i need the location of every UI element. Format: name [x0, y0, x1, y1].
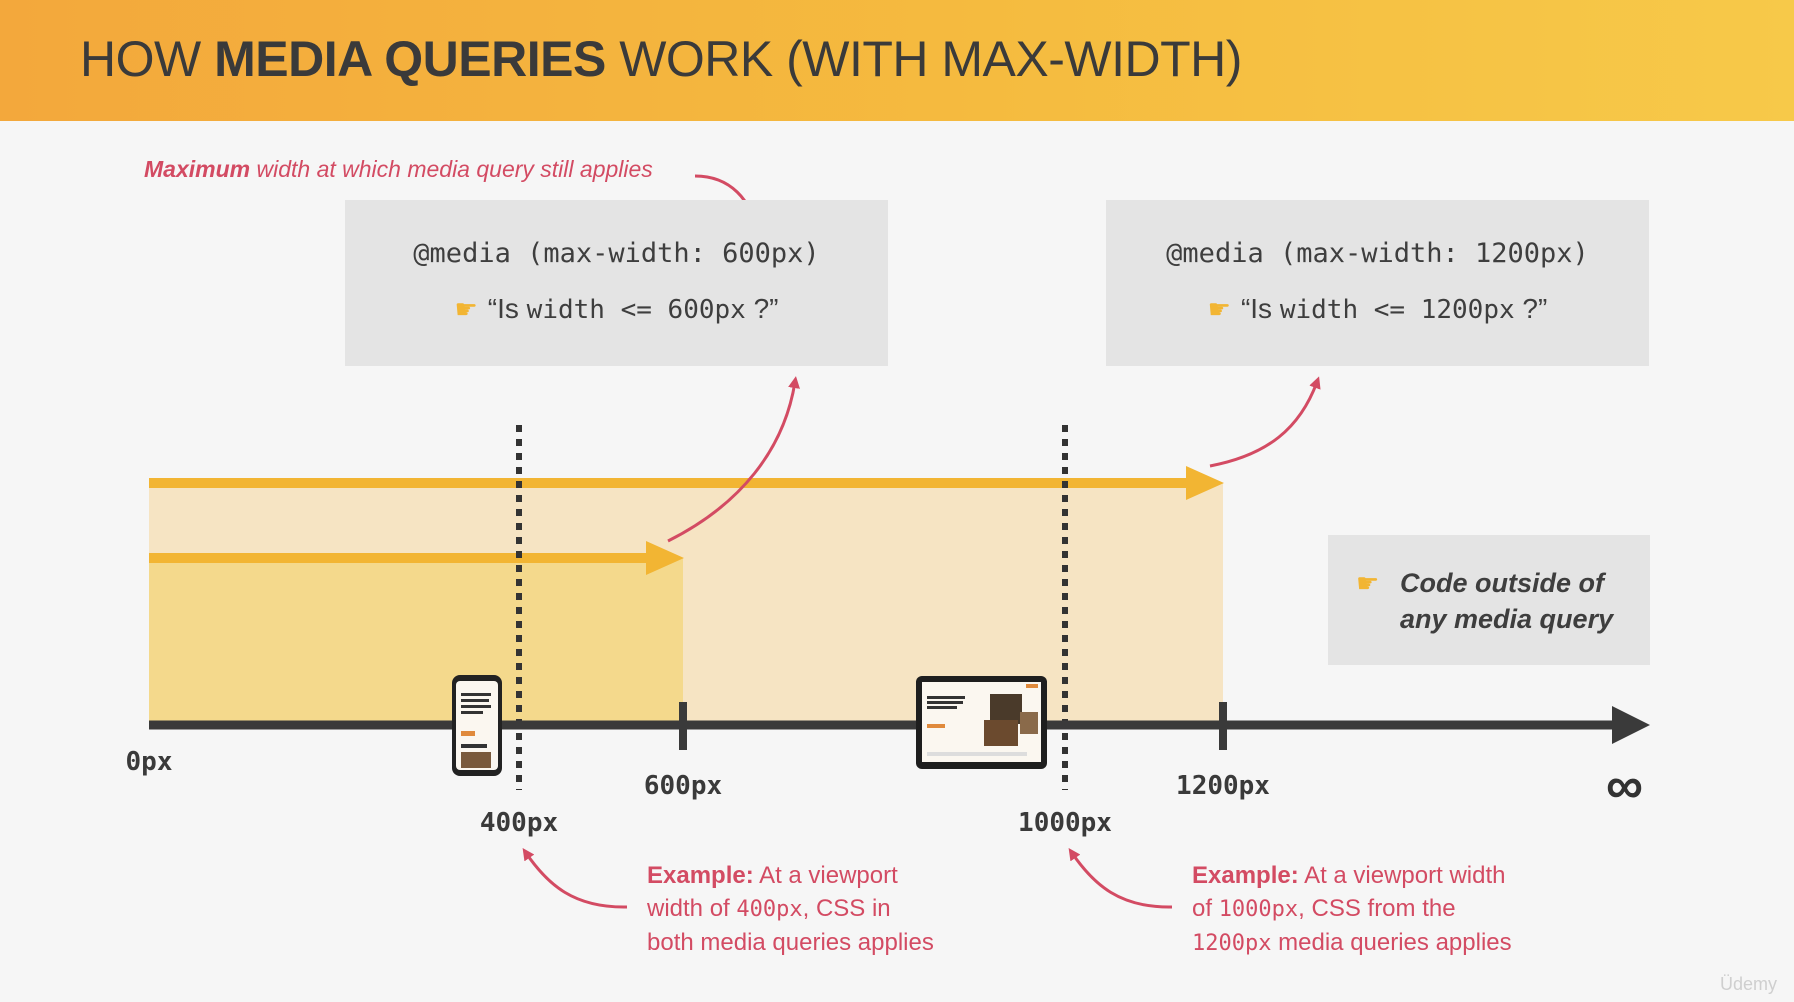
slide-title: HOW MEDIA QUERIES WORK (WITH MAX-WIDTH): [80, 31, 1242, 87]
infinity-label: ∞: [1606, 757, 1644, 815]
header-bar: HOW MEDIA QUERIES WORK (WITH MAX-WIDTH): [0, 0, 1794, 121]
range-arrow-1200-head: [1186, 466, 1224, 500]
media-query-code-1200: @media (max-width: 1200px): [1166, 238, 1589, 269]
outside-media-query-text: Code outside of any media query: [1400, 568, 1614, 634]
pointing-hand-icon: ☛: [1207, 294, 1231, 324]
media-query-question-600: ☛“Is width <= 600px ?”: [454, 293, 779, 325]
phone-device-icon: [452, 675, 502, 776]
range-arrow-600-head: [646, 541, 684, 575]
media-query-box-1200: @media (max-width: 1200px) ☛“Is width <=…: [1106, 200, 1649, 366]
tablet-device-icon: [916, 676, 1047, 769]
example-1000-annotation: Example: At a viewport width of 1000px, …: [1192, 862, 1512, 956]
pointing-hand-icon: ☛: [454, 294, 478, 324]
region-max-600: [149, 558, 683, 725]
axis-label-1000: 1000px: [1018, 808, 1112, 838]
arrow-example-1000: [1068, 848, 1173, 909]
media-query-question-1200: ☛“Is width <= 1200px ?”: [1207, 293, 1548, 325]
max-width-annotation: Maximum width at which media query still…: [144, 156, 653, 182]
arrow-600-to-box: [667, 376, 800, 543]
axis-label-0: 0px: [125, 747, 173, 777]
axis-arrow-head: [1612, 706, 1650, 744]
arrow-1200-to-box: [1209, 376, 1321, 468]
pointing-hand-icon: ☛: [1356, 568, 1380, 598]
media-query-code-600: @media (max-width: 600px): [413, 238, 820, 269]
axis-label-600: 600px: [643, 771, 723, 801]
udemy-watermark: Üdemy: [1720, 974, 1778, 994]
example-400-annotation: Example: At a viewport width of 400px, C…: [647, 862, 934, 956]
axis-label-400: 400px: [479, 808, 559, 838]
arrow-example-400: [522, 848, 628, 909]
media-query-box-600: @media (max-width: 600px) ☛“Is width <= …: [345, 200, 888, 366]
axis-label-1200: 1200px: [1176, 771, 1270, 801]
outside-media-query-box: ☛ Code outside of any media query: [1328, 535, 1650, 665]
